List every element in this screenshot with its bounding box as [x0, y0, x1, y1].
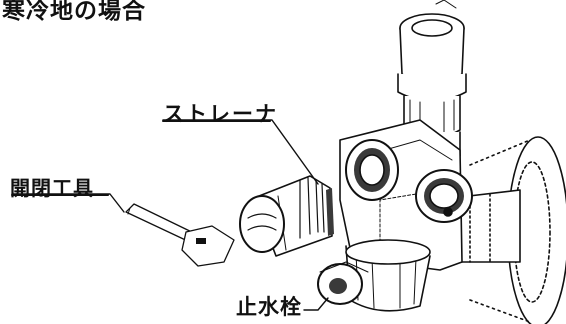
stop-valve-cap: [317, 261, 369, 305]
drain-knob: [415, 169, 473, 223]
strainer-label: ストレーナ: [163, 102, 278, 126]
valve-leader-line: [303, 297, 329, 311]
stop-valve-housing: [345, 239, 431, 312]
strainer-leader-line: [162, 119, 319, 185]
stop-valve-label: 止水栓: [236, 295, 302, 319]
page-title: 寒冷地の場合: [2, 0, 146, 24]
strainer-socket: [345, 139, 399, 201]
opening-tool: [125, 203, 235, 267]
strainer-cartridge: [239, 175, 334, 257]
opening-tool-label: 開閉工具: [10, 176, 94, 200]
